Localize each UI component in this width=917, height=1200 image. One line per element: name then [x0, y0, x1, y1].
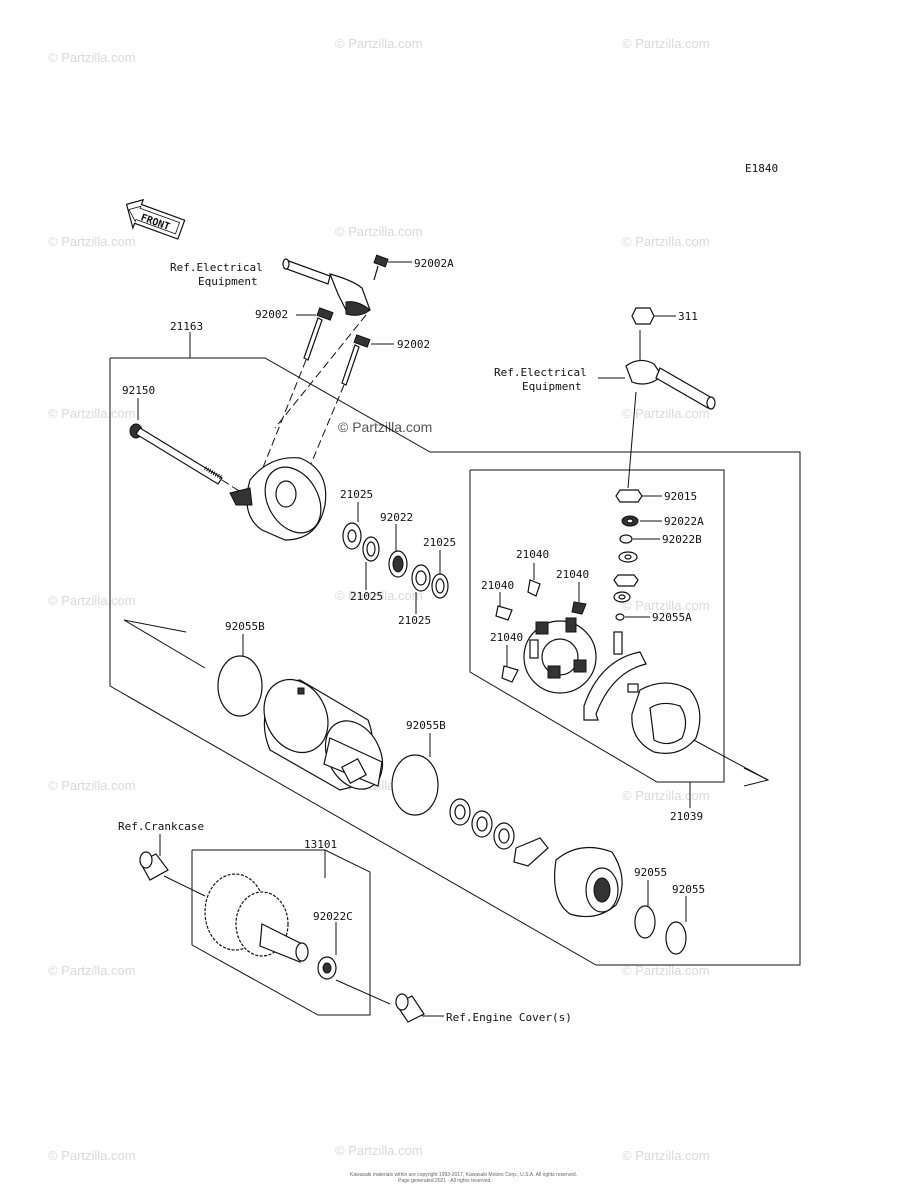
label-equipment: Equipment	[198, 275, 258, 288]
watermark-text: © Partzilla.com	[48, 963, 136, 978]
watermark-text: © Partzilla.com	[335, 224, 423, 239]
watermark-text: © Partzilla.com	[48, 778, 136, 793]
watermark-text: © Partzilla.com	[335, 588, 423, 603]
assembly-outline-21163	[109, 332, 801, 966]
label-part-21163: 21163	[170, 320, 203, 333]
bolt-92002a	[373, 254, 412, 281]
label-part-21025: 21025	[350, 590, 383, 603]
label-part-92055: 92055	[672, 883, 705, 896]
label-part-13101: 13101	[304, 838, 337, 851]
engine-cover-bushing	[395, 993, 444, 1023]
electrical-cable-left	[274, 258, 371, 429]
brush-terminal-bracket	[583, 631, 647, 721]
label-part-92022a: 92022A	[664, 515, 704, 528]
watermark-layer: © Partzilla.com © Partzilla.com © Partzi…	[48, 36, 710, 1163]
label-equipment: Equipment	[522, 380, 582, 393]
watermark-text: © Partzilla.com	[622, 1148, 710, 1163]
bolt-92002-right	[299, 334, 394, 491]
copyright-line: Page generated 2021 - All rights reserve…	[398, 1178, 492, 1184]
brush-spring-21040	[495, 563, 587, 683]
diagram-code: E1840	[745, 162, 778, 175]
label-part-311: 311	[678, 310, 698, 323]
assembly-outline-21039	[123, 469, 770, 808]
label-part-21040: 21040	[481, 579, 514, 592]
label-part-21025: 21025	[340, 488, 373, 501]
watermark-text: © Partzilla.com	[622, 788, 710, 803]
watermark-text: © Partzilla.com	[622, 36, 710, 51]
label-part-21040: 21040	[490, 631, 523, 644]
starter-front-cover	[554, 846, 623, 918]
label-part-92022b: 92022B	[662, 533, 702, 546]
label-part-21040: 21040	[556, 568, 589, 581]
electrical-cable-right	[598, 307, 716, 489]
label-ref-crankcase: Ref.Crankcase	[118, 820, 204, 833]
watermark-text: © Partzilla.com	[335, 36, 423, 51]
starter-end-cover	[229, 457, 327, 541]
copyright-line: Kawasaki materials within are copyright …	[350, 1172, 577, 1178]
brush-holder-shell	[631, 682, 701, 754]
o-ring-92055b-right	[391, 733, 439, 816]
label-part-92002a: 92002A	[414, 257, 454, 270]
label-part-92015: 92015	[664, 490, 697, 503]
watermark-text: © Partzilla.com	[622, 406, 710, 421]
label-part-92022c: 92022C	[313, 910, 353, 923]
label-part-21025: 21025	[398, 614, 431, 627]
label-part-92055a: 92055A	[652, 611, 692, 624]
watermark-text: © Partzilla.com	[48, 1148, 136, 1163]
o-ring-92055b-left	[217, 634, 263, 717]
assembly-outline-13101	[191, 849, 371, 1016]
watermark-text: © Partzilla.com	[48, 234, 136, 249]
watermark-text: © Partzilla.com	[622, 963, 710, 978]
watermark-text: © Partzilla.com	[622, 234, 710, 249]
label-part-92055: 92055	[634, 866, 667, 879]
armature-washers	[449, 798, 549, 867]
watermark-text: © Partzilla.com	[622, 598, 710, 613]
front-arrow-icon: FRONT	[125, 198, 186, 240]
crankcase-bushing	[139, 834, 206, 897]
label-ref-electrical: Ref.Electrical	[494, 366, 587, 379]
label-part-92022: 92022	[380, 511, 413, 524]
starter-clutch-gear	[204, 873, 309, 963]
terminal-hardware-stack	[613, 489, 662, 621]
label-part-92002: 92002	[255, 308, 288, 321]
label-part-92150: 92150	[122, 384, 155, 397]
watermark-text: © Partzilla.com	[335, 1143, 423, 1158]
washer-92022c	[317, 922, 391, 1005]
brush-holder-plate	[523, 617, 597, 694]
callout-labels: Ref.Electrical Equipment 92002A 92002 92…	[118, 257, 705, 1024]
label-part-21039: 21039	[670, 810, 703, 823]
label-part-92055b: 92055B	[406, 719, 446, 732]
label-ref-electrical: Ref.Electrical	[170, 261, 263, 274]
bolt-92002-left	[257, 307, 334, 481]
through-bolt-92150	[129, 398, 251, 499]
label-part-21040: 21040	[516, 548, 549, 561]
washer-set-21025	[342, 502, 449, 614]
o-ring-92055	[634, 880, 687, 955]
watermark-text: © Partzilla.com	[48, 593, 136, 608]
label-ref-engine-cover: Ref.Engine Cover(s)	[446, 1011, 572, 1024]
watermark-text: © Partzilla.com	[48, 406, 136, 421]
label-part-92002: 92002	[397, 338, 430, 351]
label-part-21025: 21025	[423, 536, 456, 549]
starter-motor-yoke	[263, 679, 384, 791]
label-part-92055b: 92055B	[225, 620, 265, 633]
watermark-text: © Partzilla.com	[48, 50, 136, 65]
